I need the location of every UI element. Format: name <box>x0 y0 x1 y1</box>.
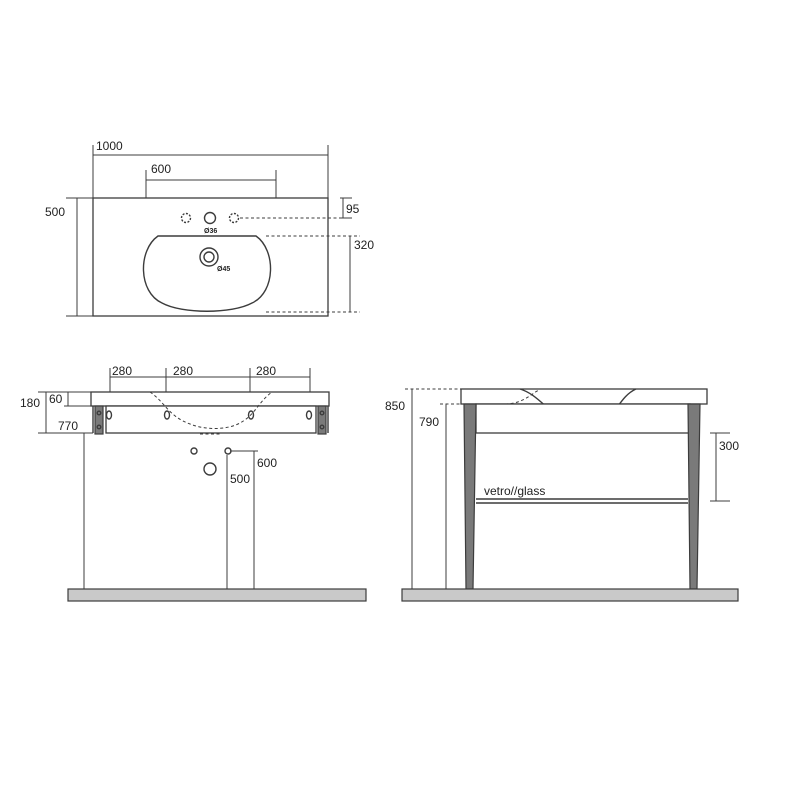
front-apron <box>105 405 317 434</box>
waste-outlet-icon <box>203 462 217 476</box>
side-floor <box>401 588 739 602</box>
front-view: 280 280 280 180 60 770 <box>20 364 367 602</box>
depth-label: 500 <box>45 205 65 219</box>
front-screw-tl-icon <box>96 410 102 416</box>
side-apron <box>475 403 691 434</box>
side-leg-left <box>463 403 477 590</box>
front-screw-bl-icon <box>96 424 102 430</box>
side-hidden-top <box>504 389 541 405</box>
tap-hole-center-icon <box>203 211 217 225</box>
width-label: 1000 <box>96 139 123 153</box>
total-height-label: 180 <box>20 396 40 410</box>
span-left-label: 280 <box>112 364 132 378</box>
drawer-height-label: 300 <box>719 439 739 453</box>
countertop-outline <box>92 197 329 317</box>
front-fix-4-icon <box>305 410 313 420</box>
tap-hole-label: Ø36 <box>204 228 217 235</box>
drain-hole-label: Ø45 <box>217 266 230 273</box>
top-thickness-label: 60 <box>49 392 63 406</box>
front-screw-br-icon <box>319 424 325 430</box>
front-countertop <box>90 391 330 407</box>
tap-offset-label: 95 <box>346 202 360 216</box>
front-fix-3-icon <box>247 410 255 420</box>
drain-inner-icon <box>203 251 215 263</box>
glass-shelf-label: vetro//glass <box>484 484 545 498</box>
waste-height-label: 600 <box>257 456 277 470</box>
front-basin-hidden <box>149 391 273 429</box>
span-center-label: 280 <box>173 364 193 378</box>
side-leg-right <box>687 403 701 590</box>
front-screw-tr-icon <box>319 410 325 416</box>
counter-height-label: 850 <box>385 399 405 413</box>
basin-bowl <box>142 235 272 312</box>
front-floor <box>67 588 367 602</box>
frame-height-label: 790 <box>419 415 439 429</box>
hole-spacing-label: 600 <box>151 162 171 176</box>
side-view: vetro//glass 850 790 300 <box>385 388 739 602</box>
front-bracket-left <box>94 405 104 435</box>
bowl-depth-label: 320 <box>354 238 374 252</box>
supply-height-label: 500 <box>230 472 250 486</box>
tap-hole-left-icon <box>180 212 192 224</box>
drain-outer-icon <box>199 247 219 267</box>
mount-height-label: 770 <box>58 419 78 433</box>
supply-cold-icon <box>190 447 198 455</box>
front-fix-1-icon <box>105 410 113 420</box>
top-view: 1000 600 Ø36 Ø45 500 95 <box>45 139 374 317</box>
front-bracket-right <box>317 405 327 435</box>
side-countertop <box>460 388 708 405</box>
span-right-label: 280 <box>256 364 276 378</box>
tap-hole-right-icon <box>228 212 240 224</box>
front-fix-2-icon <box>163 410 171 420</box>
